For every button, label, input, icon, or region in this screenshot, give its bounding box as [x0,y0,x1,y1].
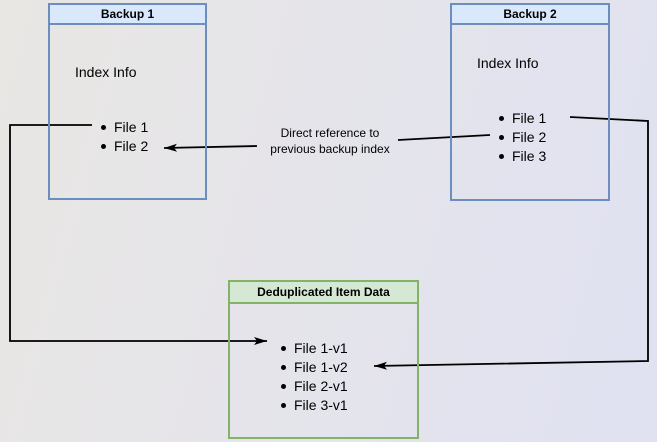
backup-1-subtitle: Index Info [75,64,137,80]
file-label: File 2 [512,129,547,145]
list-item: File 3-v1 [276,396,348,415]
deduplicated-item-data-box: Deduplicated Item Data File 1-v1 File 1-… [228,280,419,439]
file-label: File 2 [114,138,149,154]
file-label: File 1-v2 [294,359,348,375]
edge-label-line-1: Direct reference to [280,126,380,140]
file-label: File 1-v1 [294,340,348,356]
dedup-file-list: File 1-v1 File 1-v2 File 2-v1 File 3-v1 [276,339,348,415]
backup-1-title: Backup 1 [50,5,205,25]
backup-2-subtitle: Index Info [477,55,539,71]
backup-1-box: Backup 1 Index Info File 1 File 2 [48,3,207,200]
backup-1-file-list: File 1 File 2 [96,118,148,156]
edge-label-direct-reference: Direct reference to previous backup inde… [252,125,408,157]
file-label: File 1 [512,110,547,126]
list-item: File 2 [494,128,546,147]
dedup-title: Deduplicated Item Data [230,282,417,304]
backup-2-file-list: File 1 File 2 File 3 [494,109,546,166]
list-item: File 1 [96,118,148,137]
list-item: File 3 [494,147,546,166]
list-item: File 1-v1 [276,339,348,358]
list-item: File 1-v2 [276,358,348,377]
list-item: File 2-v1 [276,377,348,396]
file-label: File 3-v1 [294,397,348,413]
list-item: File 2 [96,137,148,156]
file-label: File 2-v1 [294,378,348,394]
backup-2-title: Backup 2 [452,5,608,25]
file-label: File 3 [512,148,547,164]
edge-label-line-2: previous backup index [270,142,390,156]
backup-2-box: Backup 2 Index Info File 1 File 2 File 3 [450,3,610,201]
list-item: File 1 [494,109,546,128]
file-label: File 1 [114,119,149,135]
